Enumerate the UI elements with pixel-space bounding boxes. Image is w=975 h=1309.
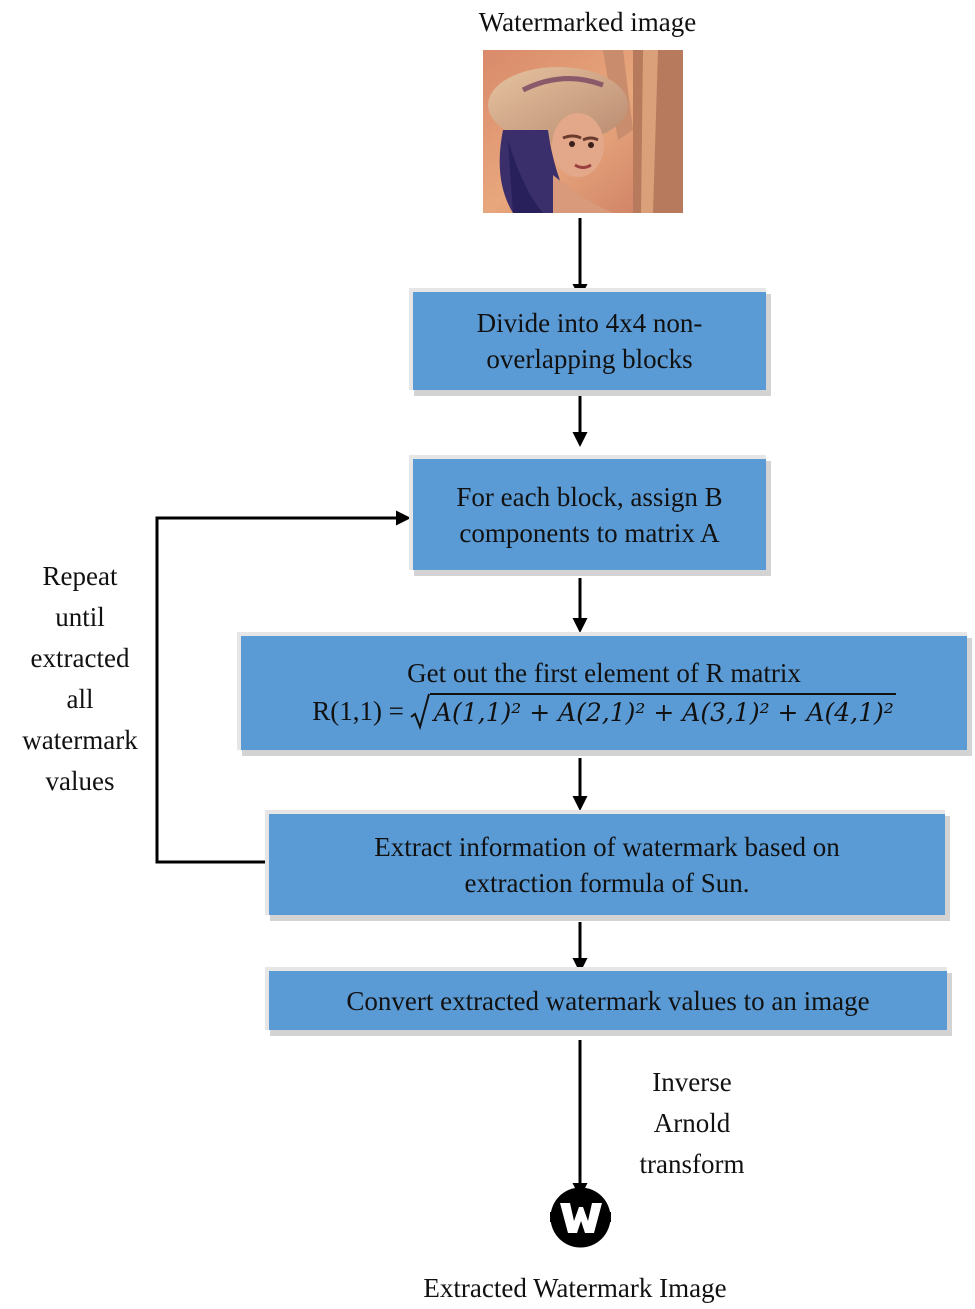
formula-radicand: A(1,1)² + A(2,1)² + A(3,1)² + A(4,1)²	[429, 693, 896, 731]
step-extract-info: Extract information of watermark based o…	[265, 810, 945, 915]
step-first-element-line1: Get out the first element of R matrix	[407, 658, 801, 688]
watermarked-image-label: Watermarked image	[478, 7, 697, 37]
loop-back-arrow	[155, 510, 411, 864]
step-assign-matrix: For each block, assign B components to m…	[409, 455, 766, 570]
formula-lhs: R(1,1) =	[312, 696, 404, 726]
step-first-element: Get out the first element of R matrix R(…	[237, 632, 967, 750]
step-convert-image: Convert extracted watermark values to an…	[265, 967, 947, 1030]
step-divide-blocks: Divide into 4x4 non- overlapping blocks	[409, 288, 766, 390]
step-convert-line1: Convert extracted watermark values to an…	[346, 985, 870, 1016]
step-extract-line2: extraction formula of Sun.	[464, 867, 750, 898]
step-divide-line1: Divide into 4x4 non-	[476, 308, 703, 338]
extracted-watermark-label: Extracted Watermark Image	[423, 1273, 727, 1303]
watermarked-image	[483, 50, 683, 213]
sqrt-sign	[410, 693, 430, 731]
r11-formula: R(1,1) = A(1,1)² + A(2,1)² + A(3,1)² + A…	[312, 693, 896, 731]
step-divide-line2: overlapping blocks	[486, 344, 693, 374]
extracted-watermark-w-icon	[550, 1187, 611, 1248]
formula-sqrt: A(1,1)² + A(2,1)² + A(3,1)² + A(4,1)²	[410, 693, 896, 731]
step-assign-line2: components to matrix A	[459, 517, 720, 548]
step-extract-line1: Extract information of watermark based o…	[374, 831, 840, 862]
loop-label: Repeat until extracted all watermark val…	[22, 561, 138, 796]
inverse-arnold-label: Inverse Arnold transform	[639, 1067, 745, 1179]
step-assign-line1: For each block, assign B	[456, 481, 723, 512]
